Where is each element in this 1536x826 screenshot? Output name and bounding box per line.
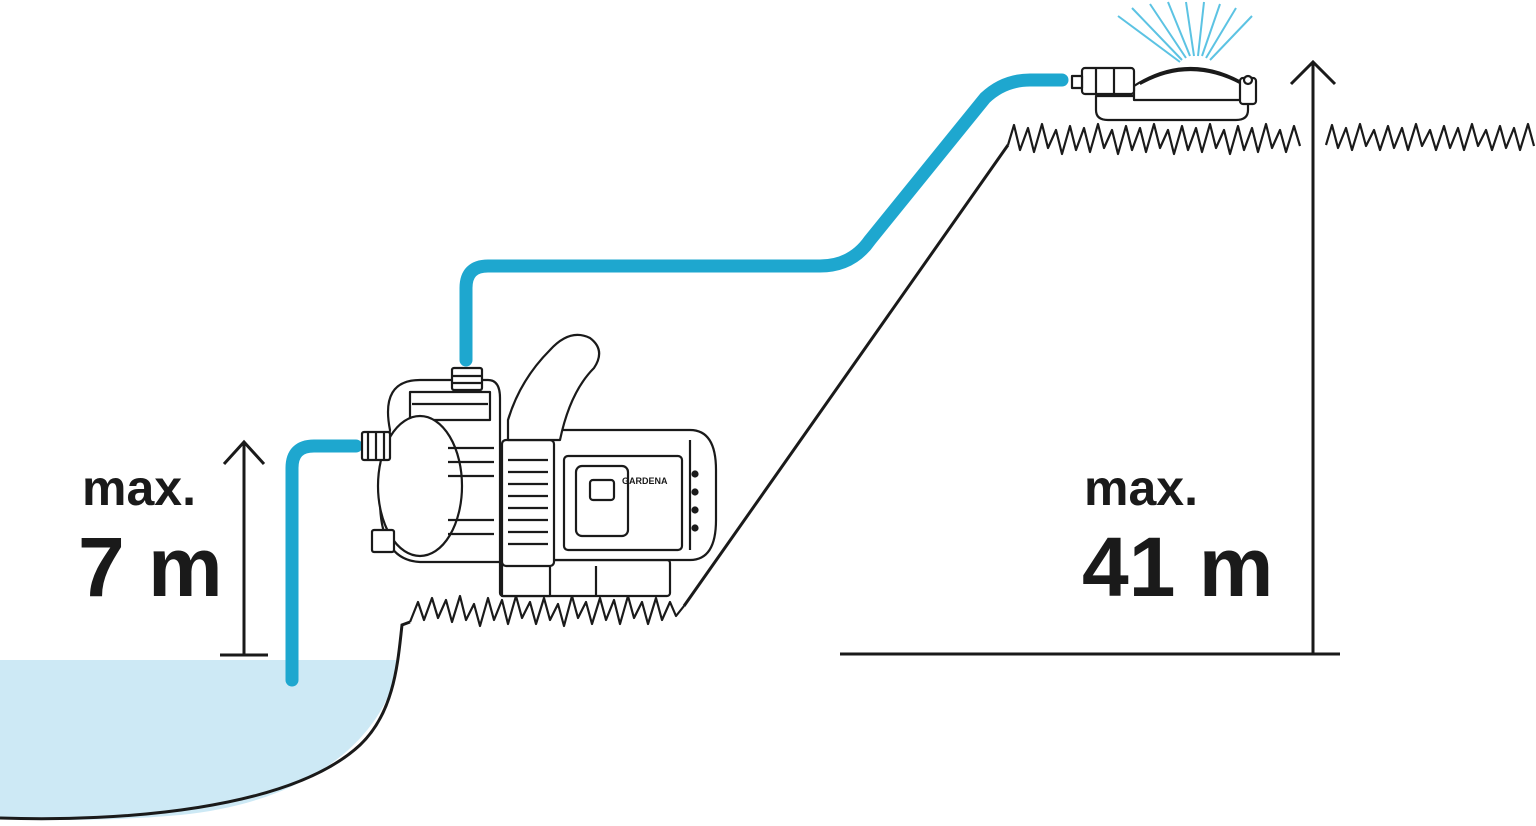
hill-slope — [682, 144, 1010, 607]
grass-icon — [1324, 122, 1536, 152]
delivery-hose — [459, 73, 1069, 367]
sprinkler-icon — [1070, 1, 1258, 122]
up-arrow-icon — [220, 439, 268, 657]
suction-max-value: 7 m — [78, 520, 223, 614]
grass-icon — [1006, 122, 1302, 156]
delivery-max-prefix: max. — [1084, 460, 1198, 516]
garden-pump-icon — [360, 333, 718, 598]
suction-max-prefix: max. — [82, 460, 196, 516]
suction-hose — [285, 439, 363, 687]
grass-icon — [408, 594, 685, 628]
pond-bank — [0, 620, 411, 821]
water-source — [0, 660, 398, 820]
pump-brand-label: GARDENA — [622, 476, 668, 486]
delivery-max-value: 41 m — [1082, 520, 1273, 614]
up-arrow-icon — [840, 59, 1340, 656]
